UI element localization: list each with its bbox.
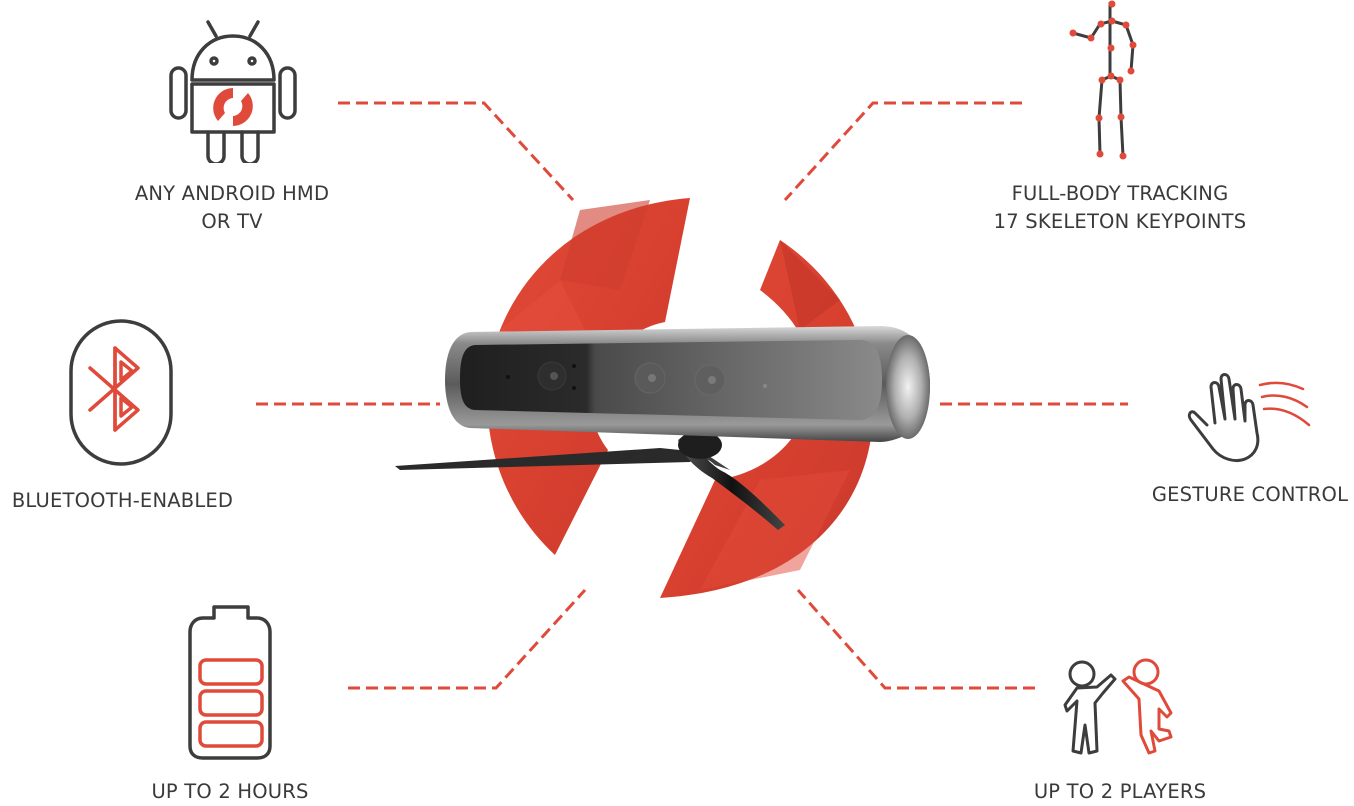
camera-front-glass bbox=[460, 340, 882, 420]
feature-gesture-label: GESTURE CONTROL bbox=[1151, 483, 1349, 506]
two-players-icon bbox=[1063, 658, 1173, 755]
feature-bluetooth-label: BLUETOOTH-ENABLED bbox=[11, 489, 234, 512]
battery-cell-2 bbox=[198, 689, 264, 717]
skeleton-icon bbox=[1069, 0, 1137, 160]
connector-tracking bbox=[783, 101, 1022, 202]
connector-battery bbox=[348, 588, 587, 690]
feature-battery-label: UP TO 2 HOURS bbox=[151, 780, 309, 803]
connector-players bbox=[796, 589, 1035, 690]
bluetooth-icon bbox=[69, 319, 173, 466]
feature-tracking-label-line1: FULL-BODY TRACKING bbox=[1011, 182, 1229, 205]
stand-leg-right bbox=[678, 430, 785, 530]
feature-tracking-label-line2: 17 SKELETON KEYPOINTS bbox=[993, 210, 1247, 233]
battery-icon bbox=[188, 605, 272, 760]
connector-android bbox=[338, 101, 575, 202]
waving-hand-icon bbox=[1187, 373, 1311, 463]
feature-android-label-line1: ANY ANDROID HMD bbox=[134, 182, 330, 205]
feature-android-label-line2: OR TV bbox=[201, 210, 263, 233]
camera-end-cap bbox=[886, 335, 930, 439]
android-icon bbox=[169, 20, 297, 163]
feature-players-label: UP TO 2 PLAYERS bbox=[1033, 780, 1207, 803]
battery-cell-1 bbox=[198, 658, 264, 686]
battery-cell-3 bbox=[198, 720, 264, 748]
